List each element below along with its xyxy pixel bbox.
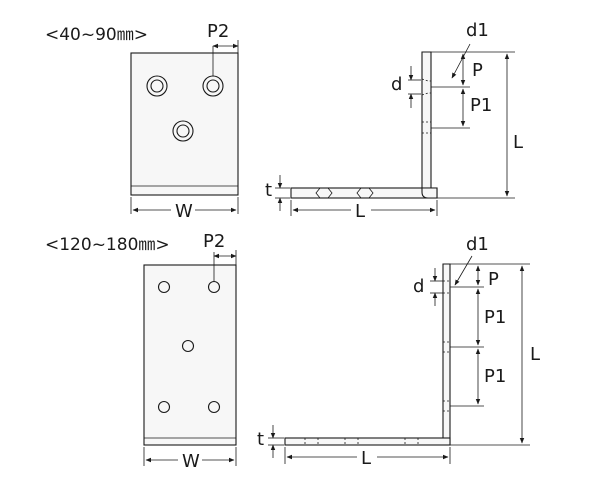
small-l-horizontal-label: L [355,201,365,222]
small-lh-label-bg [351,201,371,219]
small-side-view: d1 d P P1 L t [265,20,523,222]
small-leg-hole-1 [421,78,431,96]
small-d1-label: d1 [466,20,489,41]
small-l-vertical-label: L [513,132,523,153]
small-hole-top-left [146,75,168,97]
large-plate-face [143,264,237,446]
small-p1-label: P1 [470,95,492,116]
small-p2-label: P2 [207,21,229,42]
large-p1b-label: P1 [484,366,506,387]
large-d1-leader [454,255,473,286]
large-hole-4 [157,400,171,414]
small-leg-hole-2 [422,121,431,134]
small-horizontal-leg [290,187,438,199]
large-hole-2 [207,280,221,294]
large-p-label: P [488,269,499,290]
large-horizontal-leg [284,437,451,446]
large-w-label-bg [178,451,202,469]
large-l-horizontal-label: L [361,448,371,469]
small-p-label: P [472,60,483,81]
large-hole-1 [157,280,171,294]
large-vertical-leg [442,263,451,446]
small-plate-face [130,52,239,196]
large-side-view: d1 d P P1 P1 L t [257,234,540,469]
large-hole-3 [181,339,195,353]
small-corner [421,187,438,199]
large-l-vertical-label: L [530,344,540,365]
small-base-hole-1 [315,187,333,199]
small-range-label: <40~90㎜> [45,25,148,45]
small-w-label-bg [171,201,195,219]
large-t-label: t [257,429,264,450]
large-leg-hole-2 [443,341,450,353]
large-front-view: P2 W [143,231,237,472]
small-d-label: d [391,74,402,95]
large-leg-hole-1 [443,280,450,294]
large-p2-label: P2 [203,231,225,252]
small-d1-leader [451,43,471,79]
large-p1a-label: P1 [484,307,506,328]
large-hole-5 [207,400,221,414]
small-w-label: W [175,201,193,222]
large-w-label: W [182,451,200,472]
large-leg-hole-3 [443,400,450,412]
small-t-label: t [265,180,272,201]
large-range-label: <120~180㎜> [45,235,170,255]
small-vertical-leg [421,51,435,199]
large-d-label: d [413,276,424,297]
small-bracket-section: <40~90㎜> P2 [45,20,523,222]
small-base-hole-2 [356,187,374,199]
small-front-view: P2 W [130,21,239,222]
large-d1-label: d1 [466,234,489,255]
large-bracket-section: <120~180㎜> P2 W [45,231,540,472]
small-hole-center [172,120,194,142]
large-lh-label-bg [357,448,377,466]
